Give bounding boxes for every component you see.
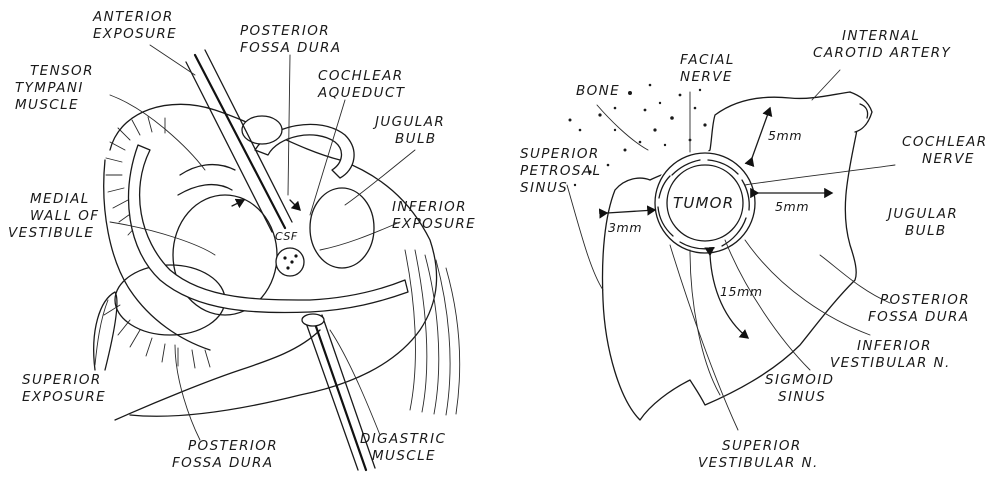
tensor-tympani-tube xyxy=(177,163,236,196)
label-anterior-exposure-1: ANTERIOR xyxy=(92,9,174,25)
bone-stipple xyxy=(568,83,707,187)
csf-bubble xyxy=(275,247,305,277)
nerve-ring-inner xyxy=(666,164,744,242)
label-pfd-bottom-2: FOSSA DURA xyxy=(172,455,273,471)
measure-top-arrow xyxy=(744,106,773,168)
upper-ossicle xyxy=(241,115,283,145)
label-sps-3: SINUS xyxy=(520,180,568,196)
label-pfd-bottom-1: POSTERIOR xyxy=(188,438,278,454)
label-jugular-bulb-1: JUGULAR xyxy=(372,114,445,130)
label-sps-1: SUPERIOR xyxy=(520,146,600,162)
nerve-segments xyxy=(657,159,750,250)
right-leader-lines xyxy=(566,69,896,431)
label-pfd-right-1: POSTERIOR xyxy=(880,292,970,308)
label-cochlear-nerve-2: NERVE xyxy=(922,151,975,167)
inferior-instrument-tip xyxy=(301,313,325,327)
label-medial-wall-1: MEDIAL xyxy=(30,191,90,207)
measure-left-label: 3mm xyxy=(608,220,642,235)
measure-bottom-arrow xyxy=(704,246,750,339)
label-bone: BONE xyxy=(576,83,620,99)
measure-bottom-label: 15mm xyxy=(720,284,763,299)
inferior-instrument-rod xyxy=(304,314,376,471)
semicircular-canal xyxy=(254,123,355,179)
label-cochlear-aqueduct-2: AQUEDUCT xyxy=(317,85,406,101)
label-jugular-bulb-r-2: BULB xyxy=(905,223,947,239)
label-digastric-1: DIGASTRIC xyxy=(360,431,446,447)
right-panel-labels: FACIAL NERVE INTERNAL CAROTID ARTERY BON… xyxy=(520,28,988,471)
anterior-instrument-rod xyxy=(193,53,287,230)
label-sps-2: PETROSAL xyxy=(520,163,601,179)
label-facial-nerve-1: FACIAL xyxy=(680,52,735,68)
label-superior-exposure-2: EXPOSURE xyxy=(22,389,106,405)
label-jugular-bulb-2: BULB xyxy=(395,131,437,147)
measure-top-label: 5mm xyxy=(768,128,802,143)
tumor-core xyxy=(669,167,741,239)
left-outer-contour xyxy=(109,103,438,417)
label-jugular-bulb-r-1: JUGULAR xyxy=(885,206,958,222)
label-csf: CSF xyxy=(275,230,298,243)
cochlea-mass xyxy=(172,194,278,316)
jugular-bulb-hatched xyxy=(309,187,375,269)
anterior-instrument-edge xyxy=(204,49,293,223)
label-tumor: TUMOR xyxy=(673,194,734,212)
csf-dots xyxy=(283,254,298,270)
label-tensor-1: TENSOR xyxy=(30,63,94,79)
left-lower-sweep xyxy=(114,329,321,421)
carotid-knob xyxy=(849,91,873,133)
label-superior-exposure-1: SUPERIOR xyxy=(22,372,102,388)
label-anterior-exposure-2: EXPOSURE xyxy=(93,26,177,42)
left-panel-labels: ANTERIOR EXPOSURE POSTERIOR FOSSA DURA T… xyxy=(8,9,476,471)
label-cochlear-nerve-1: COCHLEAR xyxy=(902,134,988,150)
label-superior-vestibular-2: VESTIBULAR N. xyxy=(698,455,819,471)
left-leader-lines xyxy=(94,44,416,441)
label-superior-vestibular-1: SUPERIOR xyxy=(722,438,802,454)
label-internal-carotid-2: CAROTID ARTERY xyxy=(813,45,952,61)
label-cochlear-aqueduct-1: COCHLEAR xyxy=(318,68,404,84)
right-panel-drawing xyxy=(568,83,873,421)
label-inferior-vestibular-2: VESTIBULAR N. xyxy=(830,355,951,371)
left-panel-drawing xyxy=(93,49,461,472)
label-inferior-exposure-1: INFERIOR xyxy=(392,199,467,215)
label-pfd-top-1: POSTERIOR xyxy=(240,23,330,39)
label-sigmoid-sinus-2: SINUS xyxy=(778,389,826,405)
digastric-fibers xyxy=(404,249,461,416)
superior-exposure-instrument xyxy=(93,291,118,371)
label-inferior-vestibular-1: INFERIOR xyxy=(857,338,932,354)
label-facial-nerve-2: NERVE xyxy=(680,69,733,85)
label-pfd-right-2: FOSSA DURA xyxy=(868,309,969,325)
label-tensor-2: TYMPANI xyxy=(15,80,84,96)
label-sigmoid-sinus-1: SIGMOID xyxy=(765,372,834,388)
measure-right-label: 5mm xyxy=(775,199,809,214)
label-medial-wall-3: VESTIBULE xyxy=(8,225,94,241)
label-pfd-top-2: FOSSA DURA xyxy=(240,40,341,56)
label-inferior-exposure-2: EXPOSURE xyxy=(392,216,476,232)
label-tensor-3: MUSCLE xyxy=(15,97,79,113)
middle-ear-outline xyxy=(103,159,211,351)
label-internal-carotid-1: INTERNAL xyxy=(842,28,920,44)
label-medial-wall-2: WALL OF xyxy=(30,208,99,224)
facial-nerve-tube xyxy=(128,144,409,314)
label-digastric-2: MUSCLE xyxy=(372,448,436,464)
measure-left-arrow xyxy=(598,205,657,219)
